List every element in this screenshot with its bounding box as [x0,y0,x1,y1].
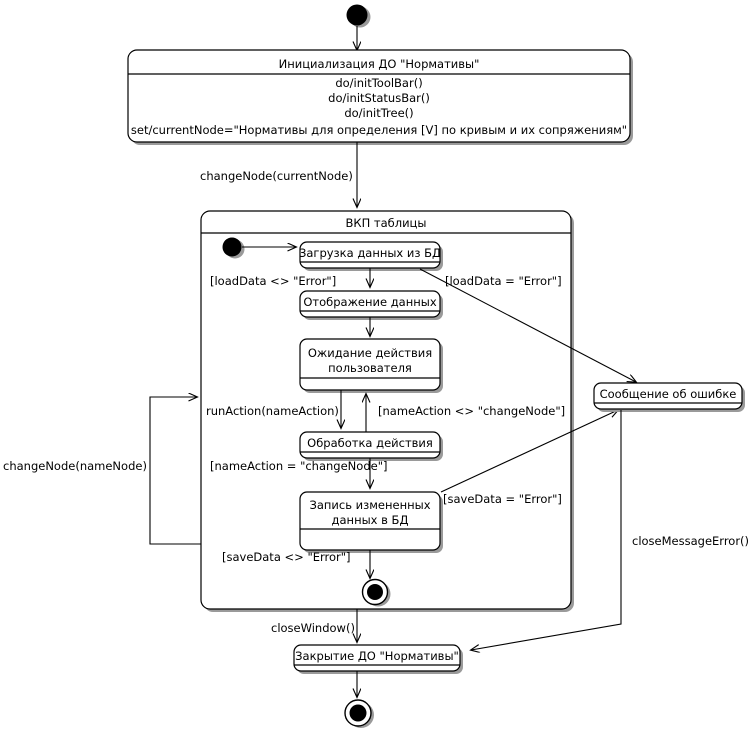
label-run-action: runAction(nameAction) [206,404,339,418]
state-init-action-2: do/initTree() [344,106,413,120]
state-load-data[interactable]: Загрузка данных из БД [299,241,443,271]
label-save-err: [saveData = "Error"] [443,492,562,506]
transition-composite-self-loop [149,397,201,545]
state-load-data-name: Загрузка данных из БД [299,246,441,260]
composite-state-title: ВКП таблицы [346,216,427,230]
label-load-err: [loadData = "Error"] [445,274,562,288]
label-close-message-error: closeMessageError() [632,534,749,548]
transition-load-to-error [419,268,636,382]
label-load-ok: [loadData <> "Error"] [210,274,336,288]
label-close-window: closeWindow() [271,621,355,635]
state-wait-action-name-line2: пользователя [328,361,412,375]
state-wait-action[interactable]: Ожидание действия пользователя [299,338,443,393]
state-init-action-0: do/initToolBar() [335,76,422,90]
state-process-action-name: Обработка действия [307,436,433,450]
label-name-action-eq: [nameAction = "changeNode"] [210,459,387,473]
state-error-message-name: Сообщение об ошибке [600,387,737,401]
label-name-action-ne: [nameAction <> "changeNode"] [378,404,565,418]
label-change-node-current: changeNode(currentNode) [200,169,353,183]
label-change-node-name: changeNode(nameNode) [3,459,147,473]
state-save-data-name-line2: данных в БД [332,513,409,527]
state-init[interactable]: Инициализация ДО "Нормативы" do/initTool… [127,49,633,145]
final-node [344,699,374,728]
inner-final-node [361,578,391,607]
transition-save-to-error [440,410,618,493]
state-process-action[interactable]: Обработка действия [299,431,443,461]
state-wait-action-name-line1: Ожидание действия [308,346,432,360]
transition-error-to-close [471,410,622,650]
state-save-data-name-line1: Запись измененных [309,498,430,512]
state-close-name: Закрытие ДО "Нормативы" [295,649,459,663]
state-save-data[interactable]: Запись измененных данных в БД [299,491,443,553]
state-error-message[interactable]: Сообщение об ошибке [593,382,745,412]
state-close[interactable]: Закрытие ДО "Нормативы" [293,644,463,674]
state-init-action-1: do/initStatusBar() [328,91,430,105]
state-show-data[interactable]: Отображение данных [299,290,443,320]
composite-state-vkp[interactable]: ВКП таблицы [200,210,574,612]
label-save-ok: [saveData <> "Error"] [222,550,351,564]
initial-start-node [346,4,371,28]
state-show-data-name: Отображение данных [303,295,437,309]
inner-initial-node [222,237,245,259]
state-init-name: Инициализация ДО "Нормативы" [279,57,480,71]
state-init-action-3: set/currentNode="Нормативы для определен… [131,123,627,137]
